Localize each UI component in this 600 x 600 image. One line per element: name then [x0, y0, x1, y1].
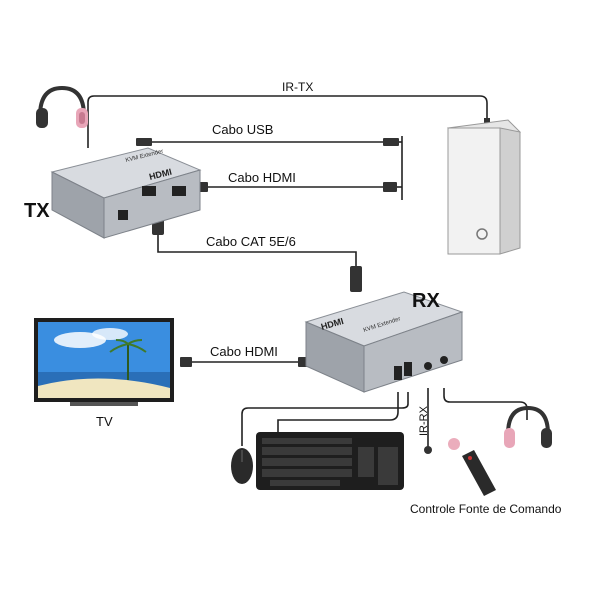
rx-device: HDMI KVM Extender: [304, 291, 464, 393]
label-cat-cable: Cabo CAT 5E/6: [206, 234, 296, 249]
keyboard-cable: [277, 392, 399, 432]
label-rx: RX: [412, 290, 440, 312]
headphone-icon: [36, 85, 88, 128]
cables: [87, 95, 528, 448]
mouse-cable: [241, 392, 409, 446]
ir-tx-cable: [87, 95, 488, 148]
hdmi-plug-pc: [383, 182, 397, 192]
usb-plug-pc: [383, 138, 399, 146]
mouse: [231, 448, 253, 484]
label-remote: Controle Fonte de Comando: [410, 502, 562, 516]
pc-tower: [446, 119, 522, 255]
usb-plug-tx: [136, 138, 152, 146]
cat-cable: [157, 232, 357, 270]
tx-device: HDMI KVM Extender: [50, 147, 202, 239]
label-hdmi-cable-tx: Cabo HDMI: [228, 170, 296, 185]
headphone-icon: [504, 405, 552, 448]
label-tv: TV: [96, 414, 113, 429]
label-ir-tx: IR-TX: [282, 80, 314, 94]
label-hdmi-cable-rx: Cabo HDMI: [210, 344, 278, 359]
cat-plug-rx: [350, 266, 362, 292]
ir-rx-sensor: [424, 446, 432, 454]
keyboard: [256, 432, 404, 490]
label-usb-cable: Cabo USB: [212, 122, 274, 137]
label-tx: TX: [24, 200, 50, 222]
tv: [34, 318, 174, 406]
label-ir-rx: IR-RX: [418, 406, 430, 436]
remote-control: [448, 438, 496, 496]
hdmi-plug-tv: [180, 357, 192, 367]
